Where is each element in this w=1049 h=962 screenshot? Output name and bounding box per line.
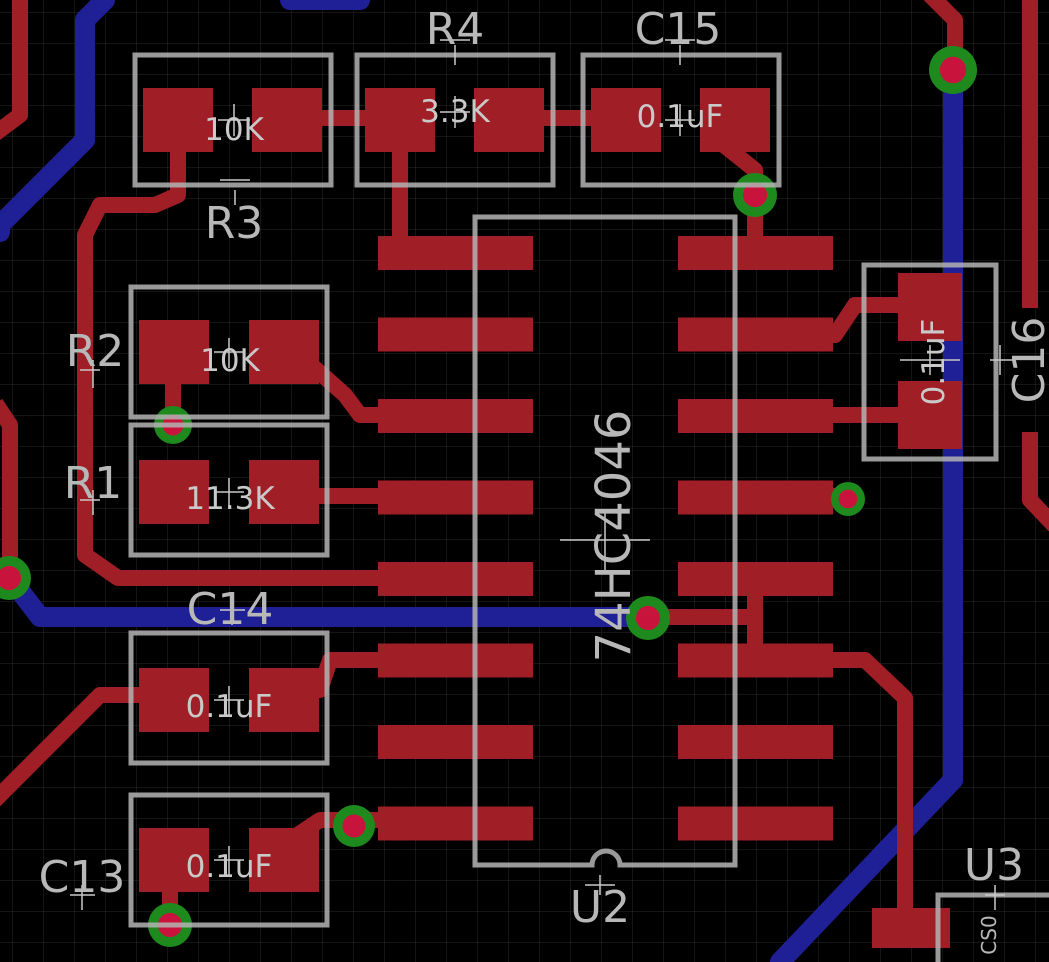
- u3-partial-label: CS0: [977, 915, 1001, 954]
- c16-outline: [861, 262, 999, 462]
- r3-value: 10K: [204, 112, 264, 148]
- u2-pin-right: [678, 725, 833, 759]
- c15-outline: [580, 52, 782, 188]
- r2-refdes: R2: [66, 326, 125, 377]
- u2-pin-right: [678, 399, 833, 433]
- c15-value: 0.1uF: [637, 99, 724, 135]
- c14-value: 0.1uF: [186, 689, 273, 725]
- r3-refdes: R3: [205, 198, 264, 249]
- u3-outline: [935, 892, 1049, 962]
- origin-cross-icon: [80, 360, 100, 388]
- pad: [249, 320, 319, 384]
- c16-value: 0.1uF: [916, 319, 952, 406]
- origin-cross-icon: [985, 885, 1005, 910]
- r1-refdes: R1: [64, 458, 123, 509]
- c16-refdes: C16: [1004, 317, 1049, 404]
- pad: [474, 88, 544, 152]
- origin-cross-icon: [440, 96, 470, 128]
- bottom-trace-left-top: [0, 0, 115, 242]
- origin-cross-icon: [218, 104, 250, 136]
- c14-refdes: C14: [187, 584, 274, 635]
- trace-r3-loop: [77, 144, 463, 586]
- origin-cross-icon: [214, 338, 244, 368]
- pad: [139, 320, 209, 384]
- origin-cross-icon: [560, 510, 650, 570]
- pad: [898, 381, 962, 449]
- pad: [139, 460, 209, 524]
- pad: [252, 88, 322, 152]
- pad: [591, 88, 661, 152]
- u2-value: 74HC4046: [586, 410, 642, 663]
- u2-pin-left: [378, 643, 533, 678]
- origin-cross-icon: [214, 478, 244, 508]
- r4-value: 3.3K: [420, 94, 490, 130]
- u2-refdes: U2: [570, 882, 630, 933]
- pad: [249, 828, 319, 892]
- u2-pin-left: [378, 725, 533, 759]
- u2-pin-right: [678, 643, 833, 678]
- trace-left-mid: [0, 398, 18, 586]
- u2-pin-left: [378, 480, 533, 515]
- via-drill: [635, 605, 661, 631]
- via-drill: [742, 182, 768, 208]
- pad: [898, 273, 962, 341]
- origin-cross-icon: [80, 490, 100, 515]
- origin-cross-icon: [665, 104, 695, 136]
- r4-refdes: R4: [426, 4, 485, 55]
- c13-refdes: C13: [39, 852, 126, 903]
- pad: [249, 668, 319, 732]
- value-labels: 10K 3.3K 0.1uF 10K 11.3K 0.1uF 0.1uF 0.1…: [185, 94, 952, 885]
- trace-right-edge-b: [1022, 432, 1049, 532]
- c14-outline: [128, 630, 330, 766]
- silkscreen-outlines: [128, 52, 1049, 962]
- origin-cross-icon: [214, 686, 244, 716]
- u2-outline: [472, 214, 738, 868]
- r1-outline: [128, 422, 330, 558]
- u3-refdes: U3: [964, 840, 1024, 891]
- r1-value: 11.3K: [185, 481, 275, 517]
- trace-left-top: [0, 0, 28, 140]
- r2-value: 10K: [200, 343, 260, 379]
- r3-outline: [132, 52, 334, 188]
- pad: [365, 88, 435, 152]
- u2-pin-right: [678, 480, 833, 515]
- pad: [700, 88, 770, 152]
- pad: [143, 88, 213, 152]
- origin-cross-icon: [900, 345, 960, 375]
- via-drill: [838, 489, 858, 509]
- u2-pin-left: [378, 399, 533, 433]
- origin-cross-icon: [990, 345, 1015, 375]
- u2-pins: [378, 236, 833, 841]
- u2-pin-right: [678, 236, 833, 270]
- u2-pin-left: [378, 806, 533, 841]
- origin-crosses: [70, 39, 1015, 910]
- via-drill: [342, 814, 366, 838]
- c15-refdes: C15: [635, 4, 722, 55]
- u2-pin-left: [378, 562, 533, 596]
- origin-cross-icon: [70, 885, 95, 910]
- origin-cross-icon: [214, 846, 244, 876]
- via-drill: [939, 56, 967, 84]
- u2-pin-right: [678, 317, 833, 352]
- c13-outline: [128, 792, 330, 928]
- origin-cross-icon: [440, 39, 470, 65]
- origin-cross-icon: [665, 39, 695, 65]
- refdes-labels: R3 R4 C15 R2 R1 C14 C13 C16 U2 U3 74HC40…: [39, 4, 1049, 955]
- u2-pin-right: [678, 806, 833, 841]
- u2-pin-right: [678, 562, 833, 596]
- pad: [249, 460, 319, 524]
- via-drill: [0, 565, 22, 591]
- r2-outline: [128, 284, 330, 420]
- pad: [139, 668, 209, 732]
- pad: [139, 828, 209, 892]
- c13-value: 0.1uF: [186, 849, 273, 885]
- origin-cross-icon: [220, 179, 250, 205]
- origin-cross-icon: [585, 875, 615, 895]
- u2-pin-left: [378, 317, 533, 352]
- origin-cross-icon: [220, 600, 245, 625]
- u2-pin-left: [378, 236, 533, 270]
